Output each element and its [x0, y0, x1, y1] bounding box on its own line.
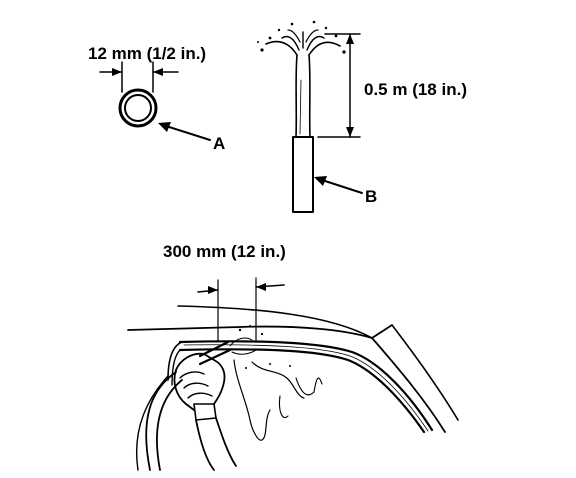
hose-cross-section-icon	[118, 88, 158, 128]
car-roof-icon	[127, 305, 459, 434]
callout-a-label: A	[213, 134, 226, 153]
hose-line	[135, 340, 232, 471]
hand-icon	[173, 352, 237, 471]
spray-splash	[229, 325, 323, 441]
water-spray-icon	[257, 20, 349, 138]
callout-a-arrow	[158, 122, 211, 141]
callout-b-label: B	[365, 187, 378, 206]
diameter-dimension	[99, 61, 179, 93]
hose-icon	[292, 136, 314, 213]
water-height-label: 0.5 m (18 in.)	[364, 80, 467, 99]
callout-b-arrow	[314, 176, 363, 194]
spray-distance-label: 300 mm (12 in.)	[163, 242, 286, 261]
distance-dimension	[197, 277, 285, 341]
height-dimension	[317, 33, 361, 138]
hose-diameter-label: 12 mm (1/2 in.)	[88, 44, 207, 63]
